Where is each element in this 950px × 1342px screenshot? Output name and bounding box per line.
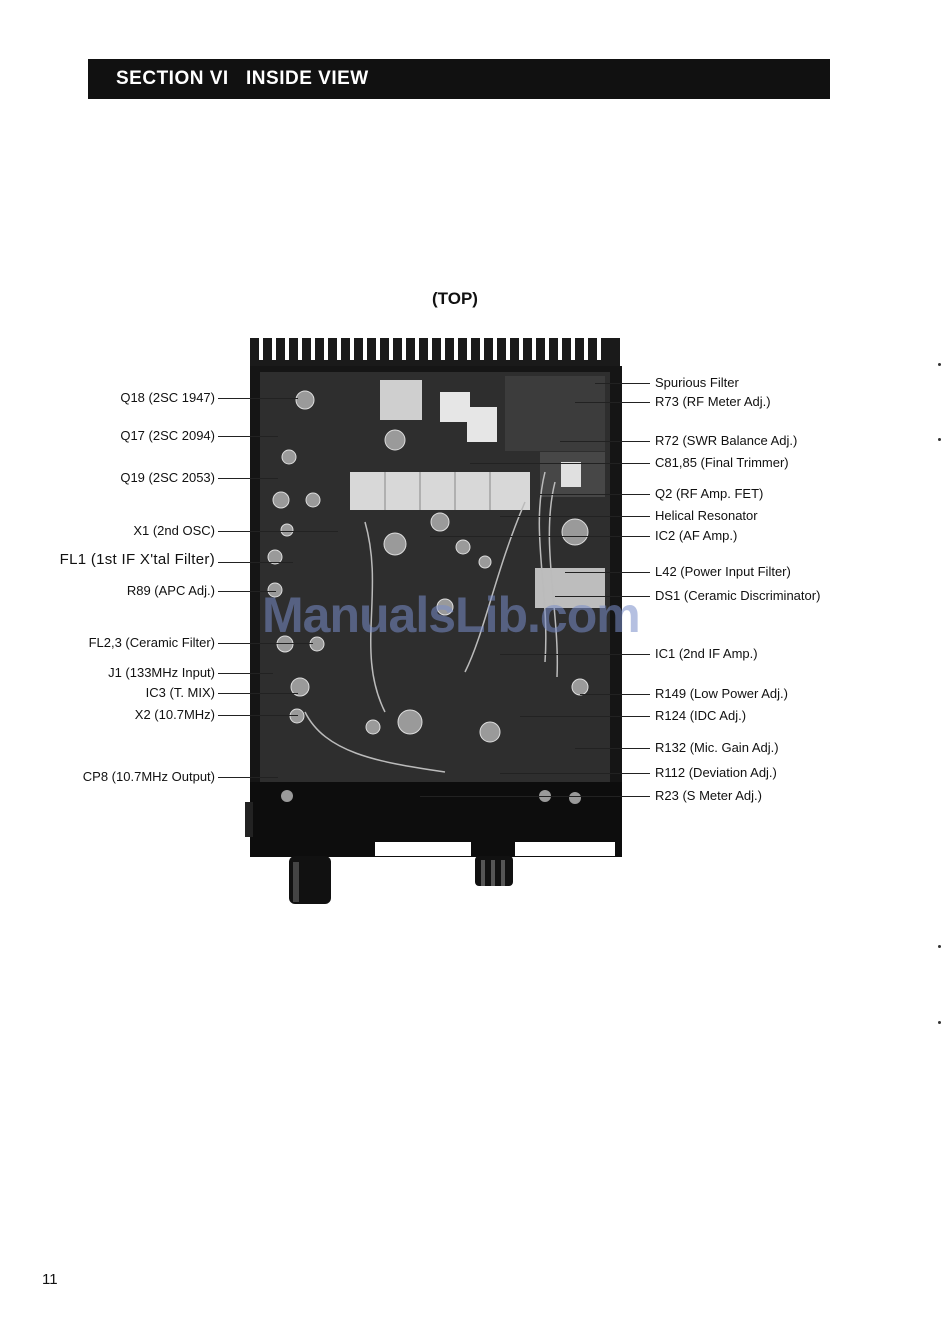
leader-line: [555, 596, 650, 597]
callout-r112: R112 (Deviation Adj.): [655, 765, 777, 780]
callout-ic2: IC2 (AF Amp.): [655, 528, 738, 543]
callout-r124: R124 (IDC Adj.): [655, 708, 747, 723]
pcb-top-view-photo: [245, 338, 622, 904]
leader-line: [500, 516, 650, 517]
callout-l42: L42 (Power Input Filter): [655, 564, 791, 579]
leader-line: [500, 654, 650, 655]
leader-line: [218, 531, 338, 532]
leader-line: [218, 693, 298, 694]
view-label: (TOP): [432, 289, 478, 308]
callout-r73: R73 (RF Meter Adj.): [655, 394, 771, 409]
callout-ic1: IC1 (2nd IF Amp.): [655, 646, 758, 661]
leader-line: [470, 463, 650, 464]
leader-line: [218, 643, 313, 644]
callout-q17: Q17 (2SC 2094): [120, 428, 215, 443]
callout-ic3: IC3 (T. MIX): [145, 685, 215, 700]
callout-r72: R72 (SWR Balance Adj.): [655, 433, 798, 448]
leader-line: [218, 673, 273, 674]
callout-fl1: FL1 (1st IF X'tal Filter): [59, 551, 215, 568]
leader-line: [218, 715, 298, 716]
callout-r132: R132 (Mic. Gain Adj.): [655, 740, 779, 755]
watermark: ManualsLib.com: [262, 587, 641, 643]
leader-line: [560, 441, 650, 442]
callout-c81-85: C81,85 (Final Trimmer): [655, 455, 789, 470]
margin-dot: [938, 363, 941, 366]
callout-q2: Q2 (RF Amp. FET): [655, 486, 764, 501]
callout-q18: Q18 (2SC 1947): [120, 390, 215, 405]
leader-line: [575, 402, 650, 403]
leader-line: [218, 436, 278, 437]
callout-ds1: DS1 (Ceramic Discriminator): [655, 588, 821, 603]
leader-line: [520, 716, 650, 717]
margin-dot: [938, 945, 941, 948]
leader-line: [218, 398, 298, 399]
leader-line: [218, 777, 278, 778]
page-number: 11: [42, 1271, 58, 1288]
leader-line: [595, 383, 650, 384]
leader-line: [580, 694, 650, 695]
leader-line: [218, 562, 293, 563]
margin-dot: [938, 438, 941, 441]
leader-line: [218, 478, 278, 479]
callout-r23: R23 (S Meter Adj.): [655, 788, 762, 803]
margin-dot: [938, 1021, 941, 1024]
leader-line: [575, 748, 650, 749]
leader-line: [218, 591, 276, 592]
leader-line: [565, 572, 650, 573]
callout-r149: R149 (Low Power Adj.): [655, 686, 788, 701]
section-title: SECTION VI INSIDE VIEW: [116, 68, 369, 89]
section-header-bar: SECTION VI INSIDE VIEW: [88, 59, 830, 99]
leader-line: [430, 536, 650, 537]
leader-line: [540, 494, 650, 495]
callout-spurious-filter: Spurious Filter: [655, 375, 739, 390]
callout-cp8: CP8 (10.7MHz Output): [82, 769, 215, 784]
callout-j1: J1 (133MHz Input): [108, 665, 215, 680]
leader-line: [500, 773, 650, 774]
callout-fl23: FL2,3 (Ceramic Filter): [88, 635, 215, 650]
callout-q19: Q19 (2SC 2053): [120, 470, 215, 485]
callout-x1: X1 (2nd OSC): [133, 523, 215, 538]
leader-line: [420, 796, 650, 797]
callout-helical-resonator: Helical Resonator: [655, 508, 758, 523]
callout-x2: X2 (10.7MHz): [134, 707, 215, 722]
callout-r89: R89 (APC Adj.): [126, 583, 215, 598]
